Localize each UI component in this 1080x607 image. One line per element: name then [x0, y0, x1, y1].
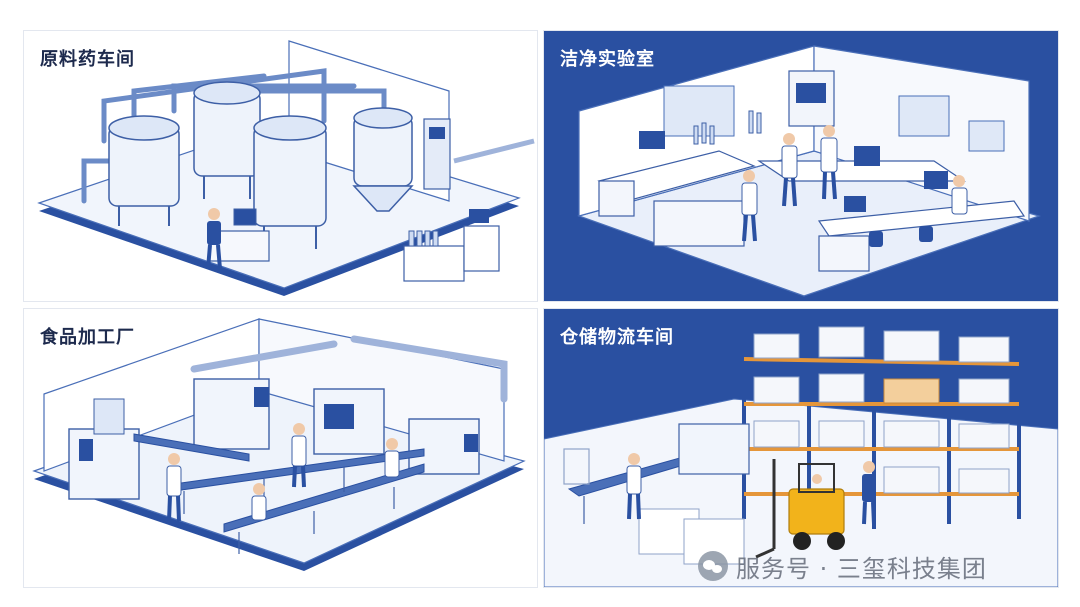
warehouse-illustration [544, 309, 1058, 587]
tank-2 [193, 81, 261, 199]
tank-3 [253, 115, 327, 249]
scientist-1 [781, 133, 798, 207]
warehouse-worker-2 [862, 461, 876, 525]
scientist-4 [951, 175, 968, 215]
clean-lab-illustration [577, 45, 1041, 297]
raw-material-illustration [37, 40, 535, 296]
tank-4 [352, 107, 414, 212]
panel-title-warehouse: 仓储物流车间 [560, 327, 674, 348]
panel-title-raw-material: 原料药车间 [40, 49, 135, 70]
scientist-3 [741, 170, 758, 242]
worker-4 [251, 483, 267, 521]
worker-3 [384, 438, 400, 478]
forklift [755, 459, 845, 559]
panel-food-processing-plant: 食品加工厂 [23, 308, 538, 588]
worker-1 [166, 453, 182, 522]
filling-machine [68, 398, 140, 500]
panel-title-clean-lab: 洁净实验室 [560, 49, 655, 70]
panel-warehouse-logistics: 仓储物流车间 [543, 308, 1059, 588]
watermark-text: 服务号 · 三玺科技集团 [736, 554, 987, 583]
tank-1 [108, 115, 180, 226]
wechat-icon [698, 551, 728, 581]
watermark: 服务号 · 三玺科技集团 [698, 548, 987, 584]
storage-rack [742, 319, 1021, 534]
panel-title-food-plant: 食品加工厂 [40, 327, 135, 348]
panel-raw-material-workshop: 原料药车间 [23, 30, 538, 302]
panel-clean-laboratory: 洁净实验室 [543, 30, 1059, 302]
food-plant-illustration [32, 318, 526, 571]
worker-2 [291, 423, 307, 488]
operator-figure [206, 208, 222, 270]
scientist-2 [820, 125, 838, 200]
processing-machine [193, 378, 480, 475]
warehouse-worker-1 [626, 453, 642, 520]
